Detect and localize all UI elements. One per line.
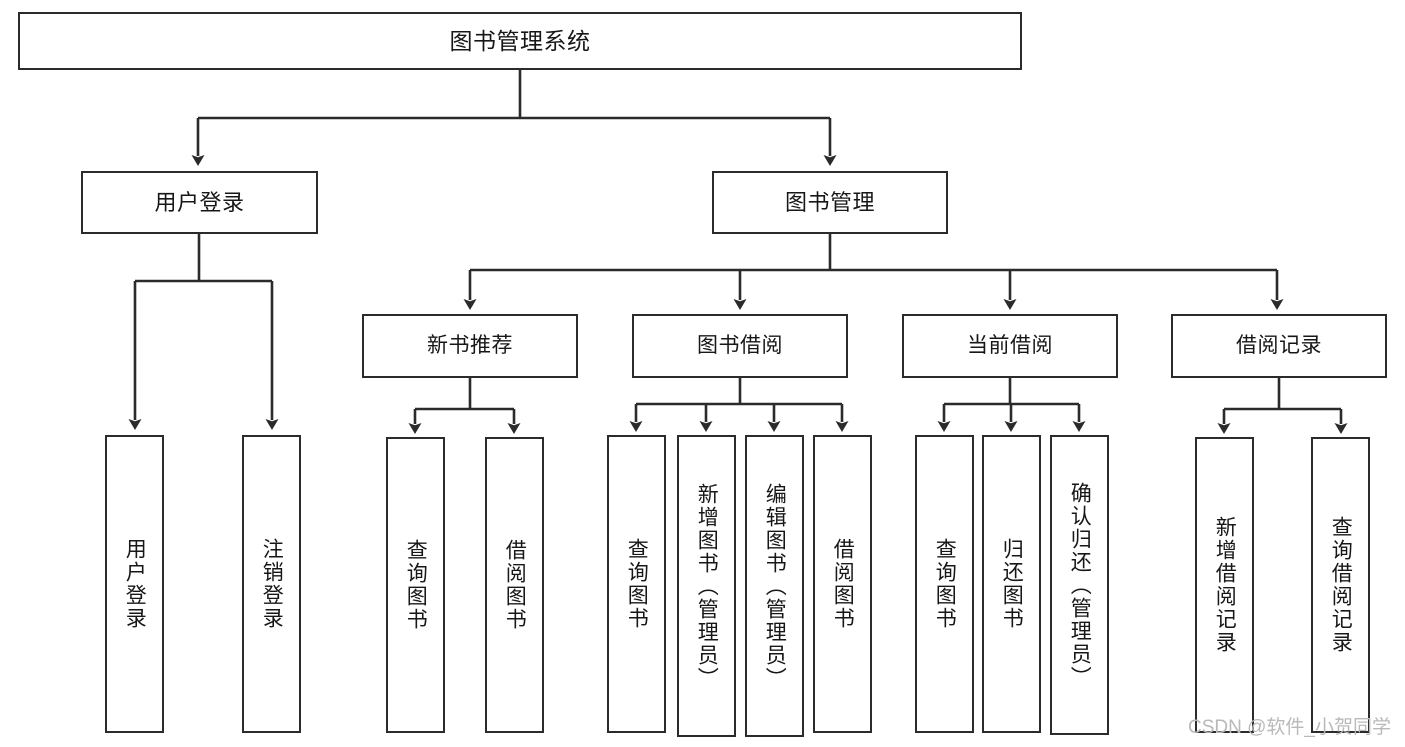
- node-user-login[interactable]: 用户登录: [81, 171, 318, 234]
- leaf-user-login[interactable]: 用户登录: [105, 435, 164, 733]
- node-label: 当前借阅: [967, 333, 1053, 357]
- node-label: 归还图书: [1000, 538, 1024, 630]
- node-borrow-record[interactable]: 借阅记录: [1171, 314, 1387, 378]
- leaf-return-book[interactable]: 归还图书: [982, 435, 1041, 733]
- leaf-borrow-book-recommend[interactable]: 借阅图书: [485, 437, 544, 733]
- leaf-query-borrow-record[interactable]: 查询借阅记录: [1311, 437, 1370, 733]
- node-label: 用户登录: [154, 189, 245, 215]
- watermark-text: CSDN @软件_小贺同学: [1188, 717, 1391, 738]
- node-label: 查询图书: [404, 539, 428, 631]
- leaf-add-book-admin[interactable]: 新增图书（管理员）: [677, 435, 736, 737]
- node-label: 查询图书: [933, 538, 957, 630]
- node-label: 图书管理: [784, 189, 875, 215]
- leaf-edit-book-admin[interactable]: 编辑图书（管理员）: [745, 435, 804, 737]
- node-label: 图书借阅: [697, 333, 783, 357]
- node-current-borrow[interactable]: 当前借阅: [902, 314, 1118, 378]
- node-new-book-recommend[interactable]: 新书推荐: [362, 314, 578, 378]
- leaf-user-logout[interactable]: 注销登录: [242, 435, 301, 733]
- node-label: 注销登录: [260, 538, 284, 630]
- node-label: 新增借阅记录: [1213, 516, 1237, 654]
- leaf-borrow-book[interactable]: 借阅图书: [813, 435, 872, 733]
- node-book-management[interactable]: 图书管理: [712, 171, 948, 234]
- node-label: 新增图书（管理员）: [695, 482, 719, 690]
- leaf-confirm-return-admin[interactable]: 确认归还（管理员）: [1050, 435, 1109, 735]
- node-label: 借阅图书: [831, 538, 855, 630]
- node-label: 图书管理系统: [449, 27, 591, 54]
- leaf-query-book-current[interactable]: 查询图书: [915, 435, 974, 733]
- leaf-query-book-recommend[interactable]: 查询图书: [386, 437, 445, 733]
- node-label: 查询图书: [625, 538, 649, 630]
- node-label: 借阅图书: [503, 539, 527, 631]
- node-label: 确认归还（管理员）: [1068, 481, 1092, 689]
- node-label: 编辑图书（管理员）: [763, 482, 787, 690]
- node-label: 新书推荐: [427, 333, 513, 357]
- leaf-query-book-borrow[interactable]: 查询图书: [607, 435, 666, 733]
- node-label: 借阅记录: [1236, 333, 1322, 357]
- leaf-add-borrow-record[interactable]: 新增借阅记录: [1195, 437, 1254, 733]
- node-label: 查询借阅记录: [1329, 516, 1353, 654]
- node-label: 用户登录: [123, 538, 147, 630]
- node-root-book-management-system[interactable]: 图书管理系统: [18, 12, 1022, 70]
- node-book-borrow[interactable]: 图书借阅: [632, 314, 848, 378]
